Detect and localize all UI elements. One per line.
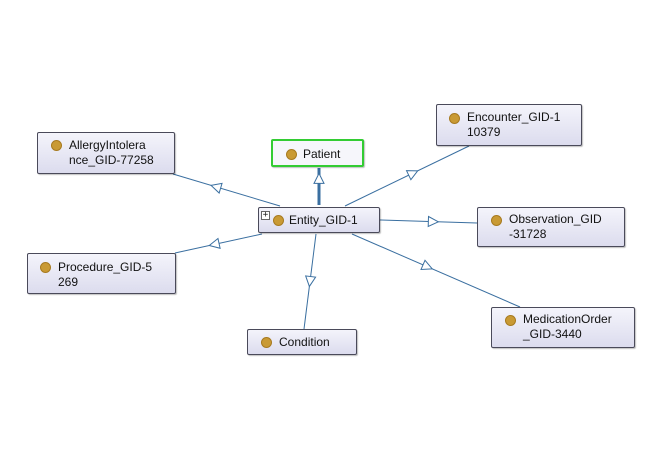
node-medication[interactable]: MedicationOrder _GID-3440: [491, 307, 635, 348]
edge-entity-observation-arrowhead: [427, 215, 440, 228]
edge-entity-encounter: [344, 145, 470, 207]
edge-entity-medication: [351, 233, 521, 308]
individual-dot-icon: [491, 215, 502, 226]
edges-layer: [172, 145, 521, 330]
edge-entity-condition-arrowhead: [304, 275, 317, 288]
edge-entity-patient-arrowhead: [313, 172, 325, 184]
node-entity[interactable]: + Entity_GID-1: [258, 207, 380, 233]
expand-icon[interactable]: +: [261, 210, 270, 220]
edge-entity-allergy-arrowhead: [209, 182, 223, 194]
individual-dot-icon: [505, 315, 516, 326]
node-procedure-label: Procedure_GID-5 269: [58, 260, 153, 289]
node-condition[interactable]: Condition: [247, 329, 357, 355]
edge-entity-allergy: [172, 173, 281, 207]
node-encounter[interactable]: Encounter_GID-1 10379: [436, 104, 582, 146]
individual-dot-icon: [286, 149, 297, 160]
node-patient[interactable]: Patient: [271, 139, 364, 167]
edge-entity-procedure-arrowhead: [208, 237, 221, 249]
node-entity-label: Entity_GID-1: [289, 213, 358, 227]
individual-dot-icon: [449, 113, 460, 124]
individual-dot-icon: [273, 215, 284, 226]
node-condition-label: Condition: [279, 335, 330, 349]
node-patient-label: Patient: [303, 147, 341, 161]
node-medication-label: MedicationOrder _GID-3440: [523, 312, 612, 341]
edge-entity-medication-arrowhead: [420, 259, 434, 270]
node-allergy-label: AllergyIntolera nce_GID-77258: [69, 138, 154, 167]
individual-dot-icon: [51, 140, 62, 151]
node-allergy[interactable]: AllergyIntolera nce_GID-77258: [37, 132, 175, 174]
node-observation-label: Observation_GID -31728: [509, 212, 602, 241]
individual-dot-icon: [40, 262, 51, 273]
node-observation[interactable]: Observation_GID -31728: [477, 207, 625, 247]
individual-dot-icon: [261, 337, 272, 348]
node-procedure[interactable]: Procedure_GID-5 269: [27, 253, 176, 294]
node-encounter-label: Encounter_GID-1 10379: [467, 110, 561, 139]
edge-entity-encounter-arrowhead: [405, 170, 419, 181]
